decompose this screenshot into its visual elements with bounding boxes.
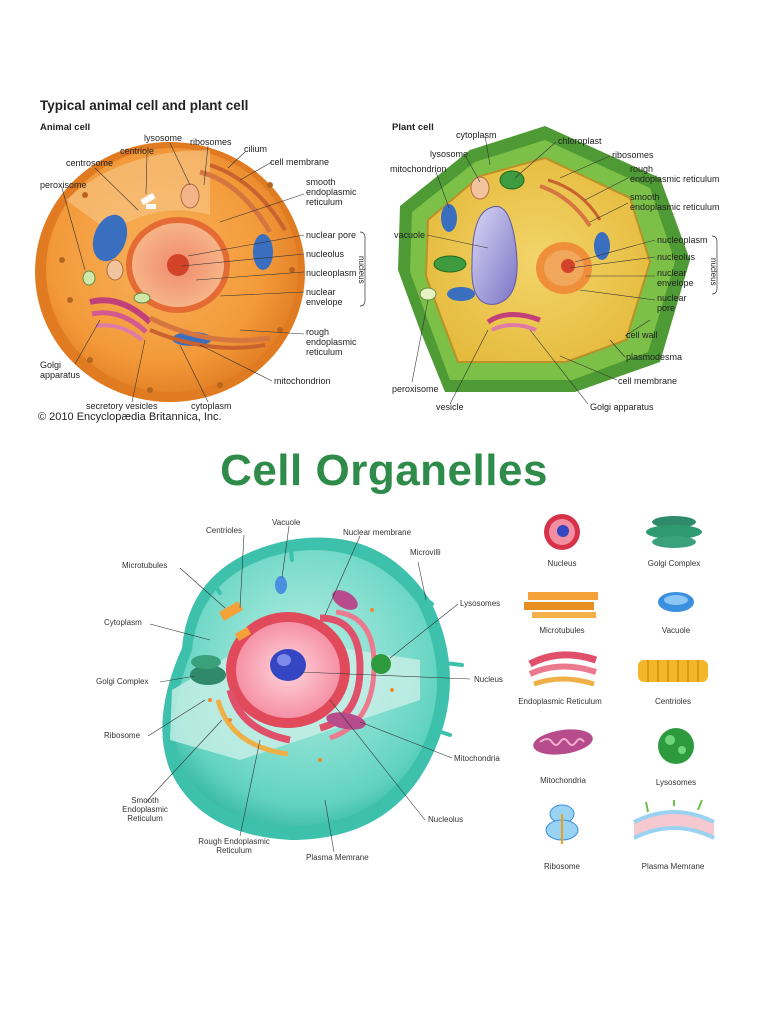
plant-label-cytoplasm: cytoplasm <box>456 130 497 140</box>
legend-item: Vacuole <box>646 584 706 638</box>
legend-item: Golgi Complex <box>636 510 712 570</box>
copyright-text: © 2010 Encyclopædia Britannica, Inc. <box>38 411 222 423</box>
label-lysosomes: Lysosomes <box>460 599 501 608</box>
animal-cell-title: Animal cell <box>40 122 91 133</box>
legend-item: Lysosomes <box>644 722 708 788</box>
plant-label-mitochondrion: mitochondrion <box>390 164 447 174</box>
animal-label-peroxisome: peroxisome <box>40 180 87 190</box>
animal-label-cilium: cilium <box>244 144 268 154</box>
plant-label-nucleolus: nucleolus <box>657 252 696 262</box>
animal-label-nucleoplasm: nucleoplasm <box>306 268 357 278</box>
plant-label-peroxisome: peroxisome <box>392 384 439 394</box>
label-vacuole: Vacuole <box>272 518 301 527</box>
label-mitochondria: Mitochondria <box>454 754 500 763</box>
er-icon <box>528 651 598 687</box>
plant-label-cell-wall: cell wall <box>626 330 658 340</box>
legend-item: Ribosome <box>530 800 594 872</box>
label-centrioles: Centrioles <box>206 526 243 535</box>
animal-label-secretory-vesicles: secretory vesicles <box>86 401 158 411</box>
legend-item: Nucleus <box>530 510 594 570</box>
plant-label-nucleoplasm: nucleoplasm <box>657 235 708 245</box>
animal-label-centriole: centriole <box>120 146 155 156</box>
centrioles-icon <box>638 660 708 682</box>
figure-title: Typical animal cell and plant cell <box>40 98 249 113</box>
label-rough-er: Rough Endoplasmic Reticulum <box>198 837 270 855</box>
label-microvilli: Microvilli <box>410 548 441 557</box>
label-ribosome: Ribosome <box>104 731 141 740</box>
golgi-icon <box>646 516 702 548</box>
nucleus-icon <box>544 514 580 550</box>
animal-label-centrosome: centrosome <box>66 158 114 168</box>
animal-label-mitochondrion: mitochondrion <box>274 376 331 386</box>
animal-label-nucleus: nucleus <box>357 256 366 284</box>
plant-label-smooth-er: smooth endoplasmic reticulum <box>630 192 720 212</box>
animal-label-rough-er: rough endoplasmic reticulum <box>306 327 357 357</box>
plant-label-golgi: Golgi apparatus <box>590 402 654 412</box>
mitochondria-icon <box>533 729 593 755</box>
plant-label-lysosome: lysosome <box>430 149 469 159</box>
cell-organelles-heading: Cell Organelles <box>220 446 548 495</box>
animal-label-lysosome: lysosome <box>144 133 183 143</box>
plasma-membrane-icon <box>633 799 715 840</box>
animal-label-ribosomes: ribosomes <box>190 137 232 147</box>
animal-label-nuclear-pore: nuclear pore <box>306 230 357 240</box>
legend-item: Microtubules <box>520 582 604 638</box>
label-nucleus: Nucleus <box>474 675 503 684</box>
label-plasma-membrane: Plasma Memrane <box>306 853 369 862</box>
microtubules-icon <box>524 592 598 618</box>
plant-label-cell-membrane: cell membrane <box>618 376 678 386</box>
animal-label-nucleolus: nucleolus <box>306 249 345 259</box>
legend-item: Plasma Memrane <box>628 799 718 872</box>
legend-item: Endoplasmic Reticulum <box>510 644 610 706</box>
legend-item: Mitochondria <box>526 720 600 786</box>
label-nuclear-membrane: Nuclear membrane <box>343 528 412 537</box>
lysosomes-icon <box>658 728 694 764</box>
plant-label-plasmodesma: plasmodesma <box>626 352 683 362</box>
plant-cell-title: Plant cell <box>392 122 434 133</box>
ribosome-icon <box>545 804 579 844</box>
plant-label-nucleus: nucleus <box>709 258 718 286</box>
plant-label-chloroplast: chloroplast <box>558 136 602 146</box>
plant-label-vesicle: vesicle <box>436 402 464 412</box>
plant-label-ribosomes: ribosomes <box>612 150 654 160</box>
label-smooth-er: Smooth Endoplasmic Reticulum <box>122 796 168 823</box>
vacuole-icon <box>658 592 694 612</box>
animal-label-cytoplasm: cytoplasm <box>191 401 232 411</box>
animal-label-nuclear-envelope: nuclear envelope <box>306 287 343 307</box>
animal-label-golgi: Golgi apparatus <box>40 360 81 380</box>
animal-label-smooth-er: smooth endoplasmic reticulum <box>306 177 357 207</box>
label-cytoplasm: Cytoplasm <box>104 618 142 627</box>
animal-label-cell-membrane: cell membrane <box>270 157 330 167</box>
plant-label-nuclear-pore: nuclear pore <box>657 293 687 313</box>
label-microtubules: Microtubules <box>122 561 168 570</box>
plant-label-rough-er: rough endoplasmic reticulum <box>630 164 720 184</box>
plant-label-nuclear-envelope: nuclear envelope <box>657 268 694 288</box>
label-golgi-complex: Golgi Complex <box>96 677 149 686</box>
legend-item: Centrioles <box>634 652 712 706</box>
plant-label-vacuole: vacuole <box>394 230 426 240</box>
label-nucleolus: Nucleolus <box>428 815 464 824</box>
